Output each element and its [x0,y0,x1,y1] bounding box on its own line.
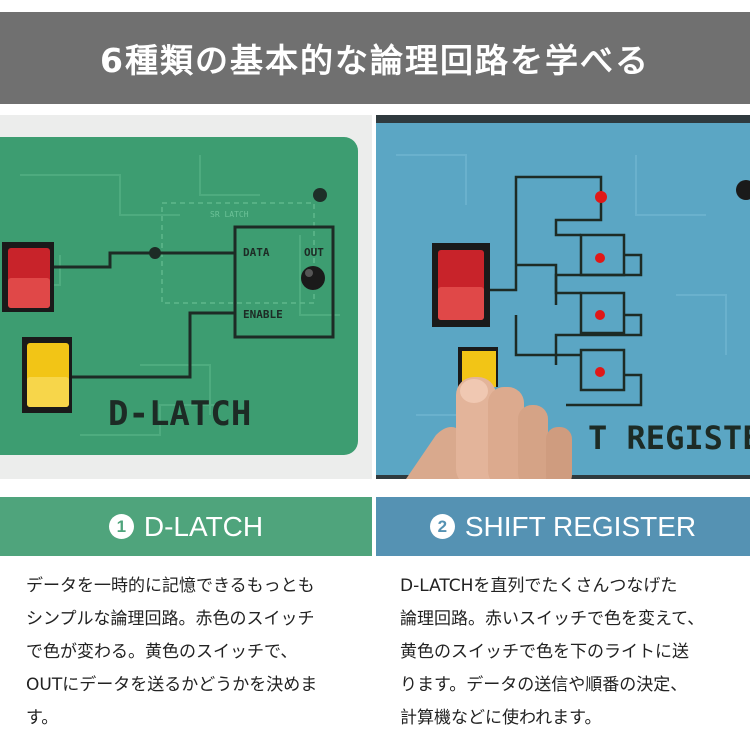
top-led [595,191,607,203]
description-line: で色が変わる。黄色のスイッチで、 [26,642,298,662]
mounting-hole [736,180,750,200]
circuit-board [0,137,358,455]
logic-box [233,225,335,339]
number-badge-2: 2 [429,514,455,539]
d-latch-banner: 1 D-LATCH [0,497,372,556]
description-line: OUTにデータを送るかどうかを決めま [26,675,318,695]
stage-1-led [595,253,605,263]
d-latch-title: D-LATCH [143,510,264,542]
description-line: データを一時的に記憶できるもっとも [26,576,315,596]
shift-register-banner: 2 SHIFT REGISTER [376,497,750,556]
description-line: 論理回路。赤いスイッチで色を変えて、 [400,609,705,629]
board-label: T REGISTER [588,419,750,457]
enable-label: ENABLE [243,308,283,321]
description-line: ります。データの送信や順番の決定、 [400,675,688,695]
description-line: 黄色のスイッチで色を下のライトに送 [400,642,689,662]
data-label: DATA [243,246,270,259]
number-badge-1: 1 [108,514,134,539]
out-led [301,266,325,290]
description-line: D-LATCHを直列でたくさんつなげた [400,576,678,596]
stage-3-led [595,367,605,377]
hand-image [406,377,572,479]
page-title: 6種類の基本的な論理回路を学べる [100,41,650,80]
board-label: D-LATCH [108,394,251,434]
stage-2-led [595,310,605,320]
mounting-hole [313,188,327,202]
sr-latch-label: SR LATCH [210,210,249,219]
description-line: 計算機などに使われます。 [400,708,602,728]
shift-register-description: D-LATCHを直列でたくさんつなげた 論理回路。赤いスイッチで色を変えて、 黄… [400,570,735,735]
description-line: シンプルな論理回路。赤色のスイッチ [26,609,315,629]
shift-register-title: SHIFT REGISTER [464,510,697,542]
out-label: OUT [304,246,324,259]
shift-register-photo: T REGISTER [376,115,750,479]
d-latch-description: データを一時的に記憶できるもっとも シンプルな論理回路。赤色のスイッチ で色が変… [26,570,356,735]
d-latch-photo: SR LATCH DATA OUT ENABLE D-LATCH [0,115,372,479]
page-header: 6種類の基本的な論理回路を学べる [0,12,750,104]
description-line: す。 [26,708,59,728]
